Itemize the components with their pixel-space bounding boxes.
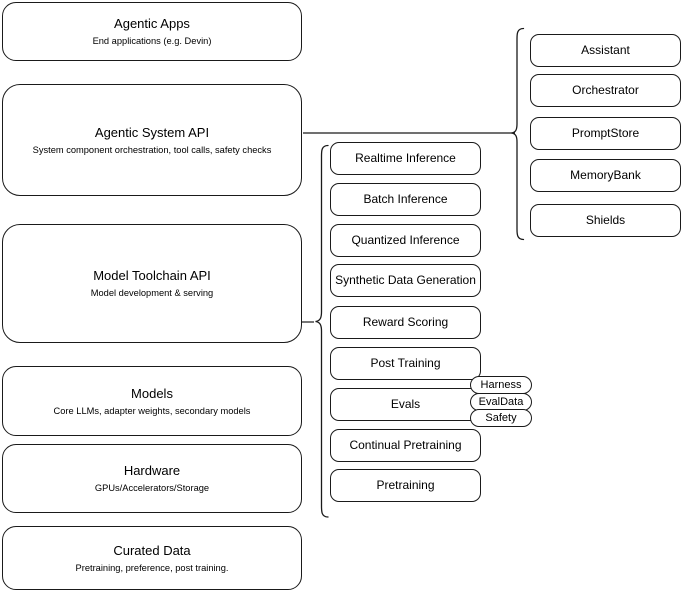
toolchain-item-post-training[interactable]: Post Training	[330, 347, 481, 380]
layer-subtitle: Core LLMs, adapter weights, secondary mo…	[53, 405, 251, 416]
toolchain-item-quantized-inference[interactable]: Quantized Inference	[330, 224, 481, 257]
layer-title: Hardware	[123, 463, 181, 479]
layer-title: Agentic System API	[94, 124, 210, 140]
item-label: Continual Pretraining	[349, 437, 462, 452]
layer-agentic-apps[interactable]: Agentic Apps End applications (e.g. Devi…	[2, 2, 302, 61]
layer-subtitle: GPUs/Accelerators/Storage	[94, 483, 210, 494]
layer-title: Agentic Apps	[114, 16, 190, 32]
layer-subtitle: System component orchestration, tool cal…	[32, 144, 272, 155]
system-item-shields[interactable]: Shields	[530, 204, 681, 237]
item-label: Assistant	[581, 42, 630, 57]
item-label: Orchestrator	[572, 82, 639, 97]
item-label: Quantized Inference	[351, 232, 460, 247]
evals-badge-safety[interactable]: Safety	[470, 409, 532, 427]
item-label: Reward Scoring	[362, 314, 449, 329]
item-label: Shields	[585, 212, 626, 227]
system-item-promptstore[interactable]: PromptStore	[530, 117, 681, 150]
item-label: Realtime Inference	[355, 150, 456, 165]
toolchain-item-pretraining[interactable]: Pretraining	[330, 469, 481, 502]
layer-title: Models	[131, 385, 173, 401]
layer-subtitle: Model development & serving	[90, 288, 214, 299]
toolchain-item-reward-scoring[interactable]: Reward Scoring	[330, 306, 481, 339]
item-label: Evals	[390, 396, 421, 411]
toolchain-item-realtime-inference[interactable]: Realtime Inference	[330, 142, 481, 175]
system-item-assistant[interactable]: Assistant	[530, 34, 681, 67]
layer-hardware[interactable]: Hardware GPUs/Accelerators/Storage	[2, 444, 302, 513]
system-item-memorybank[interactable]: MemoryBank	[530, 159, 681, 192]
layer-title: Curated Data	[113, 542, 191, 558]
item-label: Batch Inference	[363, 191, 448, 206]
item-label: PromptStore	[571, 125, 640, 140]
toolchain-item-continual-pretraining[interactable]: Continual Pretraining	[330, 429, 481, 462]
item-label: Pretraining	[376, 477, 435, 492]
item-label: Post Training	[370, 355, 441, 370]
layer-curated-data[interactable]: Curated Data Pretraining, preference, po…	[2, 526, 302, 590]
item-label: MemoryBank	[570, 167, 641, 182]
layer-subtitle: Pretraining, preference, post training.	[75, 562, 229, 573]
toolchain-item-synthetic-data-generation[interactable]: Synthetic Data Generation	[330, 264, 481, 297]
layer-title: Model Toolchain API	[93, 268, 211, 284]
layer-agentic-system-api[interactable]: Agentic System API System component orch…	[2, 84, 302, 196]
evals-badge-harness[interactable]: Harness	[470, 376, 532, 394]
item-label: Synthetic Data Generation	[335, 272, 476, 287]
system-item-orchestrator[interactable]: Orchestrator	[530, 74, 681, 107]
layer-model-toolchain-api[interactable]: Model Toolchain API Model development & …	[2, 224, 302, 343]
layer-models[interactable]: Models Core LLMs, adapter weights, secon…	[2, 366, 302, 436]
toolchain-item-evals[interactable]: Evals	[330, 388, 481, 421]
layer-subtitle: End applications (e.g. Devin)	[92, 36, 212, 47]
toolchain-item-batch-inference[interactable]: Batch Inference	[330, 183, 481, 216]
